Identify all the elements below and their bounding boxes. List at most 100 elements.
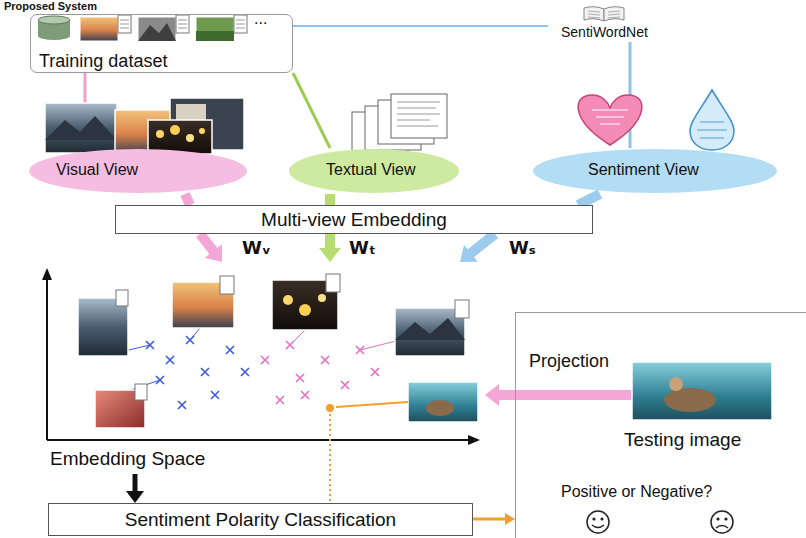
embedding-plot-part [329, 414, 331, 503]
sentiment-icons-part [596, 116, 624, 118]
node-text: Training dataset [39, 51, 167, 72]
node-text: Multi-view Embedding [261, 209, 447, 231]
testing-panel-art-part [592, 517, 595, 520]
text-slot: Embedding Space [50, 448, 205, 470]
book-line [588, 17, 600, 18]
visual-photos-part [170, 125, 180, 135]
embedding-plot-part [220, 276, 234, 294]
embedding-plot-part-part [178, 401, 186, 409]
connector-line [578, 194, 600, 205]
view-ellipse: Textual View [288, 148, 460, 194]
node-text: Testing image [624, 429, 741, 451]
label-slot: ... [254, 10, 267, 28]
testing-panel-art-part [664, 388, 716, 412]
embedding-plot-part-part [296, 374, 304, 382]
visual-photos-part [156, 130, 164, 138]
embedding-plot-part-part [356, 346, 364, 354]
edge-label: Projection [527, 351, 611, 372]
embedding-plot-part [135, 384, 147, 400]
dataset-thumbnails-part [196, 31, 234, 41]
testing-panel-art-part [592, 525, 604, 528]
arrow-head [319, 248, 341, 262]
embedding-plot-part [336, 402, 408, 407]
dataset-thumbnails-part [178, 28, 187, 29]
embedding-plot-part-part [301, 391, 309, 399]
heading: Proposed System [4, 0, 97, 13]
dataset-thumbnails-part [196, 17, 234, 41]
edge-label: Wₜ [347, 237, 378, 258]
text-slot: SentiWordNet [561, 24, 648, 40]
edge-label: Wₛ [507, 237, 538, 258]
embedding-plot-part [299, 304, 311, 316]
visual-photos-part [199, 128, 205, 134]
view-ellipse: Sentiment View [532, 148, 778, 194]
text-documents-part [397, 126, 438, 127]
visual-photos-part [148, 120, 212, 154]
text-slot: Textual View [326, 161, 416, 179]
book-page [604, 7, 624, 21]
embedding-plot-part [116, 290, 128, 306]
connector-line [185, 194, 190, 205]
connector-line [473, 518, 507, 521]
dataset-thumbnails [38, 15, 247, 41]
testing-panel-art-part [711, 511, 733, 533]
connector-line [293, 73, 330, 148]
dataset-thumbnails-part [236, 20, 245, 21]
book-line [608, 11, 620, 12]
node-text: Sentiment Polarity Classification [125, 509, 396, 531]
text-documents-part [397, 120, 430, 121]
ellipsis-mark: ... [254, 10, 267, 28]
testing-panel-art [515, 362, 772, 533]
testing-panel-art-part [724, 517, 727, 520]
book-page [584, 7, 604, 21]
dataset-thumbnails-part [176, 15, 189, 33]
dataset-thumbnails-part [38, 32, 70, 40]
connector-line [325, 194, 335, 205]
node-text: Sentiment View [588, 161, 699, 179]
sentiment-icons-part [578, 95, 642, 145]
text-documents-part [391, 94, 447, 138]
embedding-plot-part-part [261, 356, 269, 364]
test-panel: Testing imagePositive or Negative? [515, 312, 806, 538]
arrow-head [460, 245, 478, 262]
testing-panel-art-part [600, 517, 603, 520]
ellipse-fill [29, 149, 247, 193]
embedding-plot-part [283, 295, 293, 305]
title-slot: Proposed System [4, 0, 97, 13]
embedding-plot-part-part [211, 391, 219, 399]
connector [293, 73, 330, 148]
dataset-thumbnails-part [178, 20, 187, 21]
edge-label: Wᵥ [240, 237, 273, 258]
ellipse-fill [289, 149, 459, 193]
dataset-thumbnails-part [120, 24, 129, 25]
process-box: Sentiment Polarity Classification [48, 503, 473, 536]
dataset-thumbnails-part [234, 15, 247, 33]
testing-panel-art-part [632, 362, 772, 420]
arrow-head [205, 244, 222, 262]
testing-panel-art-part [716, 526, 728, 529]
text-slot: Testing image [624, 429, 741, 451]
embedding-plot-part [46, 278, 48, 440]
arrow-head [126, 491, 144, 503]
embedding-plot-part [42, 268, 52, 280]
sentiment-icons-part [700, 137, 724, 139]
embedding-plot-part [426, 400, 454, 416]
sentiment-icons-part [697, 129, 727, 131]
embedding-plot-part-part [321, 356, 329, 364]
book-line [588, 14, 600, 15]
embedding-plot-part-part [241, 368, 249, 376]
edge-label-slot: Wₛ [507, 237, 538, 258]
dataset-box: Training dataset [30, 14, 293, 73]
arrow-head [485, 384, 499, 406]
embedding-plot-part-part [276, 396, 284, 404]
dataset-thumbnails-part [80, 17, 118, 41]
embedding-plot-part [47, 439, 470, 441]
book-line [608, 17, 620, 18]
dataset-thumbnails-part [138, 23, 176, 41]
connector [319, 234, 341, 262]
embedding-plot-part [326, 404, 334, 412]
process-box: Multi-view Embedding [115, 205, 593, 234]
book-line [588, 11, 600, 12]
connector-line [200, 234, 215, 253]
